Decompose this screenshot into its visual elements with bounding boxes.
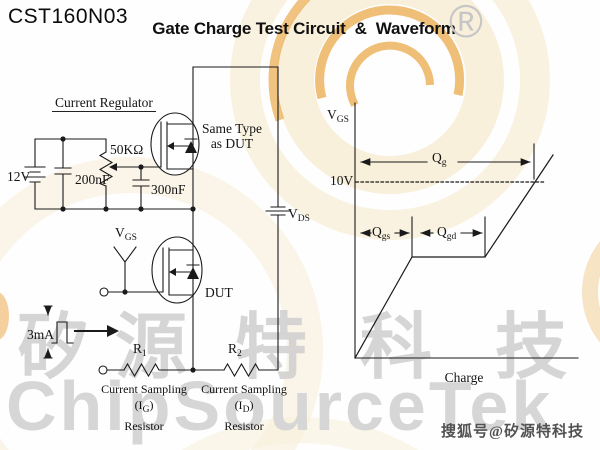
watermark-char: 科 — [360, 308, 433, 388]
swirl-left-cream-band — [0, 157, 323, 450]
swirl-inner-cream-ring — [276, 0, 504, 194]
resistor-r2-icon — [223, 362, 260, 378]
vgs-sub: GS — [124, 233, 137, 243]
r1-caption: Current Sampling (IG) Resistor — [92, 381, 196, 434]
waveform-yaxis-label: VGS — [327, 107, 349, 128]
dut-label: DUT — [205, 285, 233, 300]
r2-caption-post: ) — [249, 398, 254, 412]
r1-sub: 1 — [142, 349, 147, 359]
qg-label: Qg — [432, 150, 447, 171]
cap1-value-label: 200nF — [75, 172, 110, 187]
vgs-main: V — [115, 225, 125, 240]
mosfet-dut-body — [151, 236, 203, 304]
vds-main: V — [288, 206, 298, 221]
mosfet1-label-line2: as DUT — [210, 136, 254, 151]
pulse-current-label: 3mA — [27, 327, 54, 342]
mosfet-dut-icon — [162, 247, 200, 296]
current-regulator-label: Current Regulator — [52, 95, 156, 112]
mosfet1-label: Same Type as DUT — [201, 121, 263, 151]
body-diode-icon — [187, 267, 199, 279]
mosfet1-label-line1: Same Type — [202, 121, 262, 136]
part-number: CST160N03 — [8, 5, 129, 28]
capacitor-300nf-icon — [132, 179, 150, 187]
swirl-orange-arc-mid — [315, 5, 465, 100]
threshold-label: 10V — [330, 173, 354, 188]
r2-caption-pre: Current Sampling (I — [201, 382, 287, 412]
mosfet-regulator-icon — [160, 121, 198, 170]
qg-sub: g — [441, 158, 447, 168]
r2-main: R — [228, 341, 238, 356]
qgd-sub: gd — [446, 232, 457, 242]
waveform-curve — [354, 154, 554, 359]
watermark-brand-text: ChipSourceTek — [6, 367, 554, 445]
r2-caption-sub: D — [242, 405, 250, 415]
qgd-label: Qgd — [437, 224, 456, 245]
qgd-main: Q — [437, 224, 447, 239]
potentiometer-50k-icon — [98, 151, 117, 187]
wiper-arrow-icon — [109, 163, 117, 171]
qgs-label: Qgs — [372, 224, 390, 245]
cap2-value-label: 300nF — [151, 182, 186, 197]
body-diode-icon — [185, 141, 197, 153]
watermark-footer-stamp: 搜狐号@矽源特科技 — [441, 424, 584, 440]
qgs-main: Q — [372, 224, 382, 239]
swirl-right-orange-fragment — [582, 241, 600, 343]
watermark-char: 特 — [235, 308, 308, 388]
swirl-left-orange-fragment — [0, 292, 9, 340]
input-arrow-icon — [74, 325, 119, 337]
supply-voltage-label: 12V — [7, 169, 31, 184]
r1-caption-pre: Current Sampling (I — [101, 382, 187, 412]
battery-12v-icon — [24, 166, 46, 183]
terminal-circles — [98, 287, 109, 375]
vgs-label: VGS — [115, 225, 137, 246]
r1-caption-post: ) — [149, 398, 154, 412]
r2-label: R2 — [228, 341, 242, 362]
r2-caption: Current Sampling (ID) Resistor — [192, 381, 296, 434]
junction-dots — [60, 136, 196, 373]
swirl-outer-cream-ring — [230, 0, 550, 240]
r1-label: R1 — [133, 341, 147, 362]
r2-sub: 2 — [237, 349, 242, 359]
vds-label: VDS — [288, 206, 310, 227]
pulse-source-icon — [44, 306, 74, 358]
qg-main: Q — [432, 150, 442, 165]
swirl-bottom-cream-band — [181, 417, 419, 450]
swirl-orange-arc-outer — [268, 0, 311, 122]
watermark-char: 技 — [495, 308, 568, 388]
r1-caption-sub: G — [142, 405, 150, 415]
qgs-sub: gs — [381, 232, 391, 242]
watermark-char: 源 — [115, 308, 188, 388]
mosfet-regulator-body — [150, 112, 200, 176]
pot-value-label: 50KΩ — [110, 142, 144, 157]
r1-caption-line2: Resistor — [124, 419, 164, 433]
qgd-dimension-arrow — [420, 216, 486, 258]
waveform-xaxis-label: Charge — [444, 370, 484, 385]
figure-title: Gate Charge Test Circuit & Waveform — [152, 19, 456, 38]
waveform-axes — [354, 102, 579, 359]
battery-vds-icon — [265, 206, 291, 216]
r2-caption-line2: Resistor — [224, 419, 264, 433]
qg-dimension-arrow — [360, 143, 535, 180]
wf-vgs-sub: GS — [336, 115, 349, 125]
r1-main: R — [133, 341, 143, 356]
resistor-r1-icon — [123, 362, 162, 378]
vds-sub: DS — [297, 214, 310, 224]
circuit-wires — [34, 66, 279, 371]
registered-trademark-icon: ® — [449, 0, 483, 47]
capacitor-200nf-icon — [54, 167, 72, 175]
wf-vgs-main: V — [327, 107, 337, 122]
qgs-dimension-arrow — [360, 216, 413, 258]
swirl-orange-arc-core — [346, 41, 434, 107]
